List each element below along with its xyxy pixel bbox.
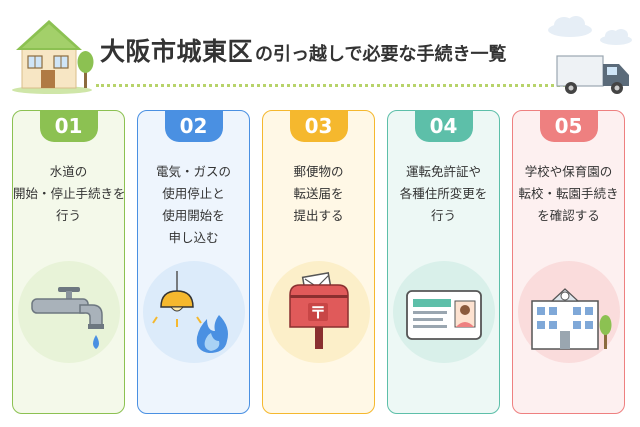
step-text-line: 運転免許証や (405, 164, 481, 179)
icon-circle (392, 261, 495, 363)
step-number-badge: 03 (289, 111, 348, 142)
step-text-line: 水道の (49, 164, 88, 179)
step-text-line: 転校・転園手続き (518, 186, 619, 201)
faucet-icon (30, 287, 104, 349)
step-text-line: 申し込む (168, 230, 219, 245)
step-text-line: 行う (430, 208, 456, 223)
lamp-flame-icon (151, 271, 228, 353)
icon-circle (142, 261, 245, 363)
icon-circle (517, 261, 620, 363)
step-text-line: 開始・停止手続きを (13, 186, 125, 201)
step-number-badge: 01 (39, 111, 98, 142)
step-card-2: 02 電気・ガスの 使用停止と 使用開始を 申し込む (137, 110, 250, 414)
step-text-line: を確認する (537, 208, 600, 223)
step-card-1: 01 水道の 開始・停止手続きを 行う (12, 110, 125, 414)
step-number-badge: 02 (164, 111, 223, 142)
step-card-4: 04 運転免許証や 各種住所変更を 行う (387, 110, 500, 414)
step-card-3: 03 郵便物の 転送届を 提出する 〒 (262, 110, 375, 414)
cloud-icon (600, 29, 632, 45)
step-text-line: 電気・ガスの (155, 164, 231, 179)
step-text-line: 各種住所変更を (399, 186, 488, 201)
step-number-badge: 04 (414, 111, 473, 142)
step-text-line: 使用停止と (162, 186, 225, 201)
step-description: 学校や保育園の 転校・転園手続き を確認する (513, 161, 624, 227)
step-text-line: 提出する (293, 208, 344, 223)
step-text-line: 行う (55, 208, 81, 223)
step-text-line: 使用開始を (162, 208, 225, 223)
step-description: 電気・ガスの 使用停止と 使用開始を 申し込む (138, 161, 249, 249)
step-text-line: 転送届を (293, 186, 344, 201)
page-title: 大阪市城東区 の引っ越しで必要な手続き一覧 (100, 32, 590, 78)
header: 大阪市城東区 の引っ越しで必要な手続き一覧 (0, 0, 640, 100)
mailbox-icon: 〒 (288, 272, 349, 349)
license-card-icon (405, 290, 482, 340)
step-description: 水道の 開始・停止手続きを 行う (13, 161, 124, 227)
title-sub: の引っ越しで必要な手続き一覧 (255, 44, 507, 65)
step-number-badge: 05 (539, 111, 598, 142)
step-text-line: 学校や保育園の (524, 164, 613, 179)
icon-circle: 〒 (267, 261, 370, 363)
school-icon (530, 288, 611, 350)
truck-icon (556, 55, 629, 94)
step-description: 郵便物の 転送届を 提出する (263, 161, 374, 227)
icon-circle (17, 261, 120, 363)
title-main: 大阪市城東区 (100, 37, 254, 66)
dotted-divider (96, 84, 566, 87)
svg-text:〒: 〒 (309, 303, 325, 322)
step-text-line: 郵便物の (293, 164, 344, 179)
cloud-icon (548, 16, 592, 37)
house-icon (12, 20, 94, 94)
step-card-5: 05 学校や保育園の 転校・転園手続き を確認する (512, 110, 625, 414)
step-cards: 01 水道の 開始・停止手続きを 行う 02 電気・ガスの 使用停止と 使用開始… (12, 110, 632, 416)
step-description: 運転免許証や 各種住所変更を 行う (388, 161, 499, 227)
